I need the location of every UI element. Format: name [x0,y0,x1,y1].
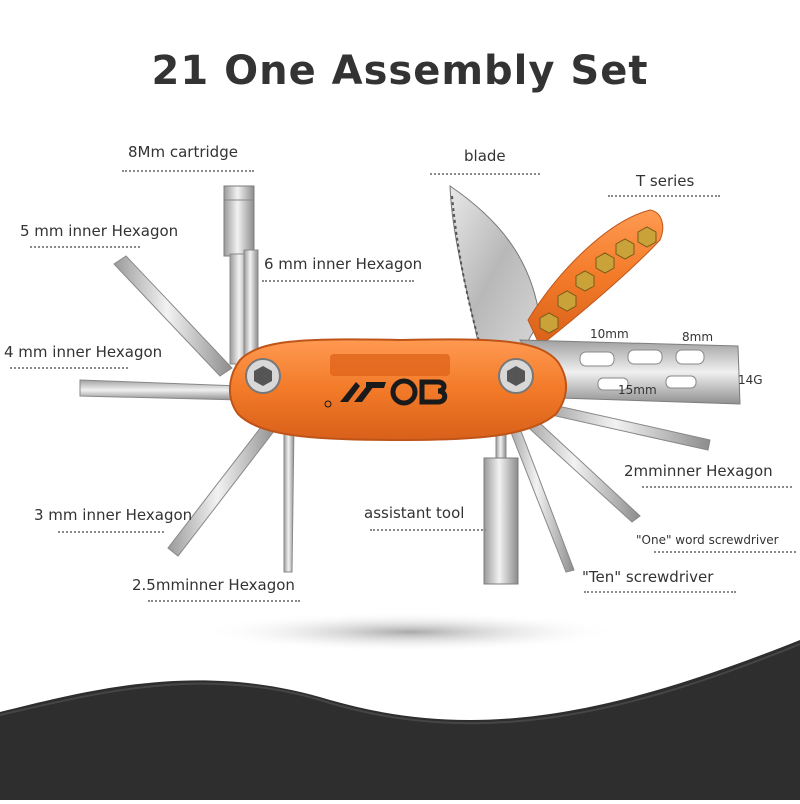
t-series-bits [527,209,664,347]
hex-key-4mm [79,379,241,401]
leader-6mm-hexagon [262,280,414,282]
brand-logo [324,378,448,408]
hex-key-3mm [167,417,279,557]
leader-4mm-hexagon [10,367,128,369]
label-one-word-screwdriver: "One" word screwdriver [636,533,779,547]
leader-one-word-screwdriver [654,551,796,553]
hex-key-5mm [113,255,233,377]
leader-t-series [608,195,720,197]
leader-3mm-hexagon [58,531,164,533]
label-2-5mm-hexagon: 2.5mminner Hexagon [132,576,295,594]
label-5mm-hexagon: 5 mm inner Hexagon [20,222,179,240]
leader-8mm-cartridge [122,170,254,172]
label-6mm-hexagon: 6 mm inner Hexagon [264,255,423,273]
hex-key-2mm [537,401,711,451]
label-ten-screwdriver: "Ten" screwdriver [582,568,714,586]
leader-2mm-hexagon [642,486,792,488]
handle-body [229,338,567,442]
label-assistant-tool: assistant tool [364,504,465,522]
label-4mm-hexagon: 4 mm inner Hexagon [4,343,163,361]
label-blade: blade [464,147,506,165]
assistant-tool [483,419,519,585]
background-swoosh-highlight [0,643,800,725]
background-swoosh [0,640,800,800]
tool-shadow [200,612,620,652]
rivet-left [245,358,281,394]
hex-key-2-5mm [283,424,295,573]
label-wrench-8mm: 8mm [682,330,714,344]
page-title: 21 One Assembly Set [151,48,649,94]
label-3mm-hexagon: 3 mm inner Hexagon [34,506,193,524]
hex-key-6mm [243,249,259,366]
label-wrench-15mm: 15mm [618,383,657,397]
leader-assistant-tool [370,529,486,531]
label-2mm-hexagon: 2mminner Hexagon [624,462,773,480]
knife-blade [449,185,541,356]
label-t-series: T series [636,172,695,190]
leader-blade [430,173,540,175]
label-8mm-cartridge: 8Mm cartridge [128,143,238,161]
leader-ten-screwdriver [584,591,736,593]
leader-2-5mm-hexagon [148,600,300,602]
leader-5mm-hexagon [30,246,140,248]
label-wrench-14g: 14G [738,373,763,387]
rivet-right [498,358,534,394]
label-wrench-10mm: 10mm [590,327,629,341]
